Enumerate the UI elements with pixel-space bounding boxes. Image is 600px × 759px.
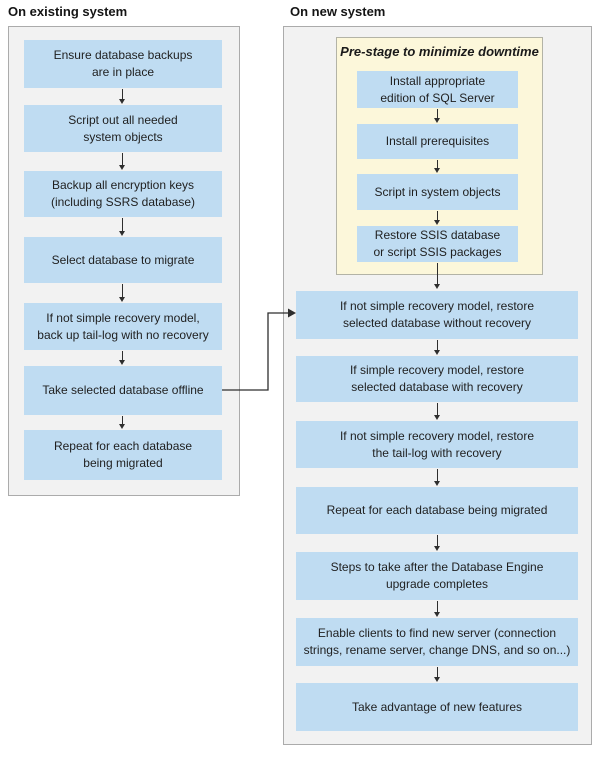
prestage-title: Pre-stage to minimize downtime <box>340 44 539 59</box>
flow-arrow <box>433 263 442 289</box>
step-restore-without-recovery: If not simple recovery model, restore se… <box>296 291 578 339</box>
step-take-database-offline: Take selected database offline <box>24 366 222 415</box>
step-restore-tail-log: If not simple recovery model, restore th… <box>296 421 578 468</box>
flow-arrow <box>118 351 127 365</box>
step-enable-clients: Enable clients to find new server (conne… <box>296 618 578 666</box>
step-post-upgrade: Steps to take after the Database Engine … <box>296 552 578 600</box>
flow-arrow <box>433 535 442 551</box>
step-ensure-backups: Ensure database backups are in place <box>24 40 222 88</box>
step-install-sql-server: Install appropriate edition of SQL Serve… <box>357 71 518 108</box>
step-install-prerequisites: Install prerequisites <box>357 124 518 159</box>
flow-arrow <box>433 160 442 173</box>
flow-arrow <box>433 211 442 225</box>
step-repeat-existing: Repeat for each database being migrated <box>24 430 222 480</box>
step-backup-tail-log: If not simple recovery model, back up ta… <box>24 303 222 350</box>
step-select-database: Select database to migrate <box>24 237 222 283</box>
step-restore-ssis: Restore SSIS database or script SSIS pac… <box>357 226 518 262</box>
flow-arrow <box>118 416 127 429</box>
flow-arrow <box>118 284 127 302</box>
existing-system-heading: On existing system <box>8 4 128 19</box>
step-repeat-new: Repeat for each database being migrated <box>296 487 578 534</box>
flow-arrow <box>433 403 442 420</box>
new-system-heading: On new system <box>290 4 386 19</box>
flow-arrow <box>118 218 127 236</box>
flow-arrow <box>433 340 442 355</box>
step-restore-with-recovery: If simple recovery model, restore select… <box>296 356 578 402</box>
flow-arrow <box>118 89 127 104</box>
flow-arrow <box>433 109 442 123</box>
step-backup-encryption-keys: Backup all encryption keys (including SS… <box>24 171 222 217</box>
step-script-in-objects: Script in system objects <box>357 174 518 210</box>
flow-arrow <box>433 469 442 486</box>
step-new-features: Take advantage of new features <box>296 683 578 731</box>
flow-arrow <box>118 153 127 170</box>
flow-arrow <box>433 667 442 682</box>
flow-arrow <box>433 601 442 617</box>
step-script-system-objects: Script out all needed system objects <box>24 105 222 152</box>
